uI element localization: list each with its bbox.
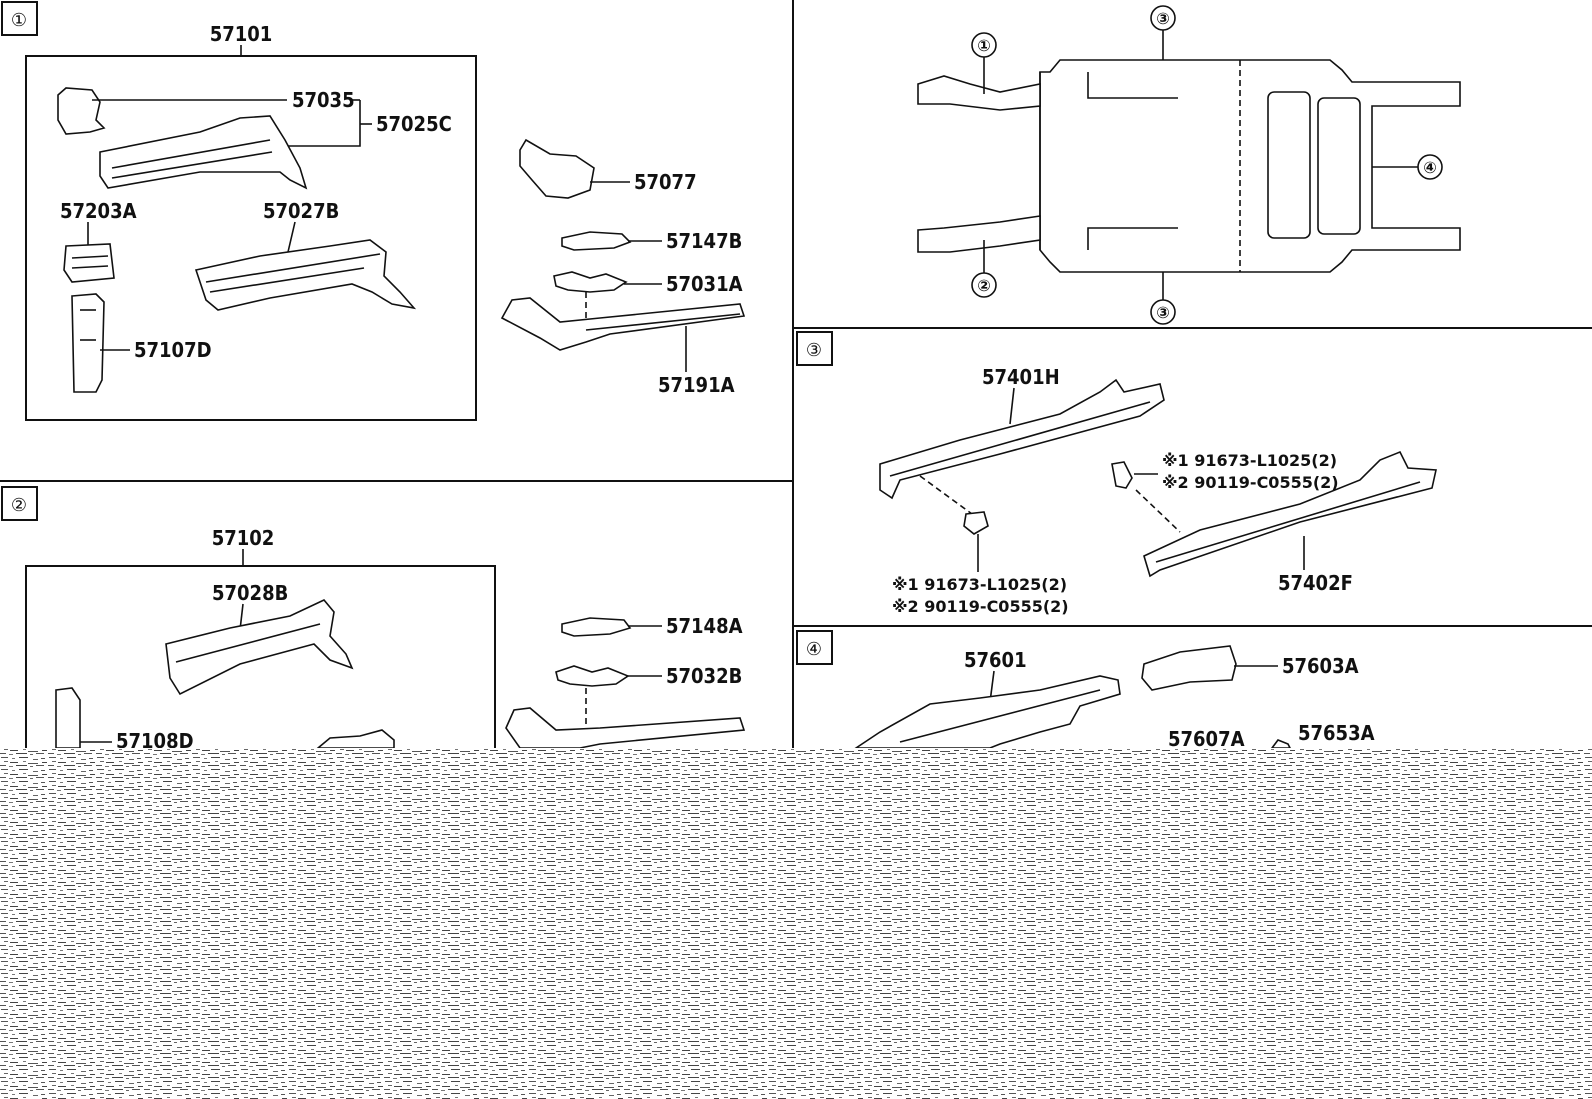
panel-1-callout: ① (11, 10, 27, 31)
overview-callout-3-top: ③ (1156, 9, 1170, 28)
panel-3-callout: ③ (806, 340, 822, 361)
part-57601-sketch (853, 675, 1121, 749)
overview-rail-1 (917, 75, 1041, 111)
part-label-57402F: 57402F (1278, 571, 1353, 595)
part-57077-sketch (519, 138, 595, 199)
part-57147B-sketch (561, 231, 632, 251)
panel-frames (0, 0, 1592, 748)
part-57603A-sketch (1141, 645, 1237, 691)
part-57191A-sketch (500, 297, 746, 351)
group-box-57101 (25, 55, 477, 421)
part-57031A-sketch (553, 271, 628, 293)
panel-2-callout: ② (11, 495, 27, 516)
panel-4: ④ 57601 57603A 57607A 57653A (796, 630, 1375, 751)
overview-callout-4: ④ (1423, 158, 1437, 177)
part-label-57653A: 57653A (1298, 721, 1375, 745)
part-label-57107D: 57107D (134, 338, 212, 362)
part-57203A-sketch (63, 243, 115, 283)
noise-area (0, 752, 1592, 1099)
part-label-57027B: 57027B (263, 199, 339, 223)
part-label-57148A: 57148A (666, 614, 743, 638)
overview-callout-3-bottom: ③ (1156, 303, 1170, 322)
part-57027B-sketch (194, 239, 417, 311)
overview-rail-2 (917, 215, 1041, 253)
group-label-57102: 57102 (212, 526, 275, 550)
panel-2: ② 57102 57028B 57108D 57148A 57032B (1, 486, 746, 753)
part-57107D-sketch (71, 293, 105, 393)
overview-callout-1: ① (977, 36, 991, 55)
part-label-57203A: 57203A (60, 199, 137, 223)
bolt-left-line-2: ※2 90119-C0555(2) (892, 597, 1069, 616)
part-label-57601: 57601 (964, 648, 1027, 672)
part-label-57025C: 57025C (376, 112, 452, 136)
part-57028B-sketch (165, 599, 354, 696)
panel-3-tag-box (796, 331, 833, 366)
noise-edge (0, 748, 1592, 754)
part-label-57401H: 57401H (982, 365, 1060, 389)
bolt-right-sketch (1111, 461, 1133, 489)
bolt-left-sketch (963, 511, 989, 535)
group-label-57101: 57101 (210, 22, 273, 46)
part-57035-sketch (57, 87, 106, 135)
part-label-57191A: 57191A (658, 373, 735, 397)
part-label-57032B: 57032B (666, 664, 742, 688)
part-label-57077: 57077 (634, 170, 697, 194)
panel-3: ③ 57401H ※1 91673-L1025(2) ※2 90119-C055… (796, 331, 1437, 616)
panel-1: ① 57101 57035 57025C 57203A 57027B (1, 1, 746, 421)
panel-1-tag-box (1, 1, 38, 36)
bolt-right-line-2: ※2 90119-C0555(2) (1162, 473, 1339, 492)
bolt-right-line-1: ※1 91673-L1025(2) (1162, 451, 1337, 470)
overview-callout-2: ② (977, 276, 991, 295)
part-57032B-sketch (555, 665, 630, 687)
part-57402F-sketch (1143, 450, 1437, 578)
part-label-57603A: 57603A (1282, 654, 1359, 678)
bolt-left-line-1: ※1 91673-L1025(2) (892, 575, 1067, 594)
part-label-57035: 57035 (292, 88, 355, 112)
part-57148A-sketch (561, 617, 632, 637)
panel-2-tag-box (1, 486, 38, 521)
panel-4-tag-box (796, 630, 833, 665)
part-label-57031A: 57031A (666, 272, 743, 296)
part-label-57607A: 57607A (1168, 727, 1245, 751)
part-label-57028B: 57028B (212, 581, 288, 605)
panel-4-callout: ④ (806, 639, 822, 660)
part-57108D-sketch (55, 687, 81, 749)
group-box-57102 (25, 565, 496, 748)
part-label-57147B: 57147B (666, 229, 742, 253)
overview-frame-diagram: ① ② ③ ③ ④ (917, 5, 1461, 325)
overview-outline (1039, 59, 1461, 273)
